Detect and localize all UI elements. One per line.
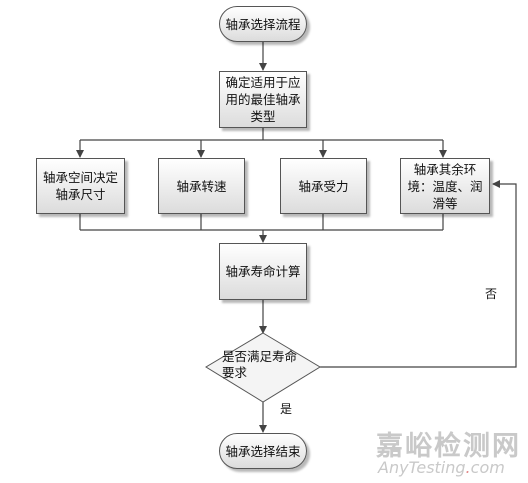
watermark-en-part2: com [470, 458, 505, 477]
load-node: 轴承受力 [280, 158, 367, 214]
watermark-en: AnyTesting.com [378, 458, 505, 477]
arrow-no-loop [320, 180, 517, 368]
speed-label: 轴承转速 [176, 178, 227, 194]
yes-branch-label: 是 [280, 402, 293, 416]
determine-type-node: 确定适用于应用的最佳轴承类型 [219, 71, 307, 128]
end-node-label: 轴承选择结束 [225, 443, 301, 459]
space-size-node: 轴承空间决定轴承尺寸 [36, 158, 125, 214]
start-node: 轴承选择流程 [219, 6, 307, 42]
watermark-en-part1: AnyTesting [378, 458, 466, 477]
environment-node: 轴承其余环境：温度、润滑等 [400, 158, 490, 214]
decision-label: 是否满足寿命要求 [222, 349, 298, 380]
start-node-label: 轴承选择流程 [225, 16, 301, 32]
watermark-cn: 嘉峪检测网 [376, 431, 521, 462]
environment-label: 轴承其余环境：温度、润滑等 [407, 161, 483, 211]
load-label: 轴承受力 [298, 178, 349, 194]
end-node: 轴承选择结束 [219, 433, 307, 469]
decision-diamond [205, 332, 321, 403]
watermark-en-dot: . [465, 458, 471, 477]
space-size-label: 轴承空间决定轴承尺寸 [42, 170, 118, 202]
speed-node: 轴承转速 [158, 158, 245, 214]
life-calc-node: 轴承寿命计算 [219, 243, 307, 300]
determine-type-label: 确定适用于应用的最佳轴承类型 [225, 75, 301, 124]
no-branch-label: 否 [485, 287, 498, 301]
life-calc-label: 轴承寿命计算 [225, 264, 301, 279]
